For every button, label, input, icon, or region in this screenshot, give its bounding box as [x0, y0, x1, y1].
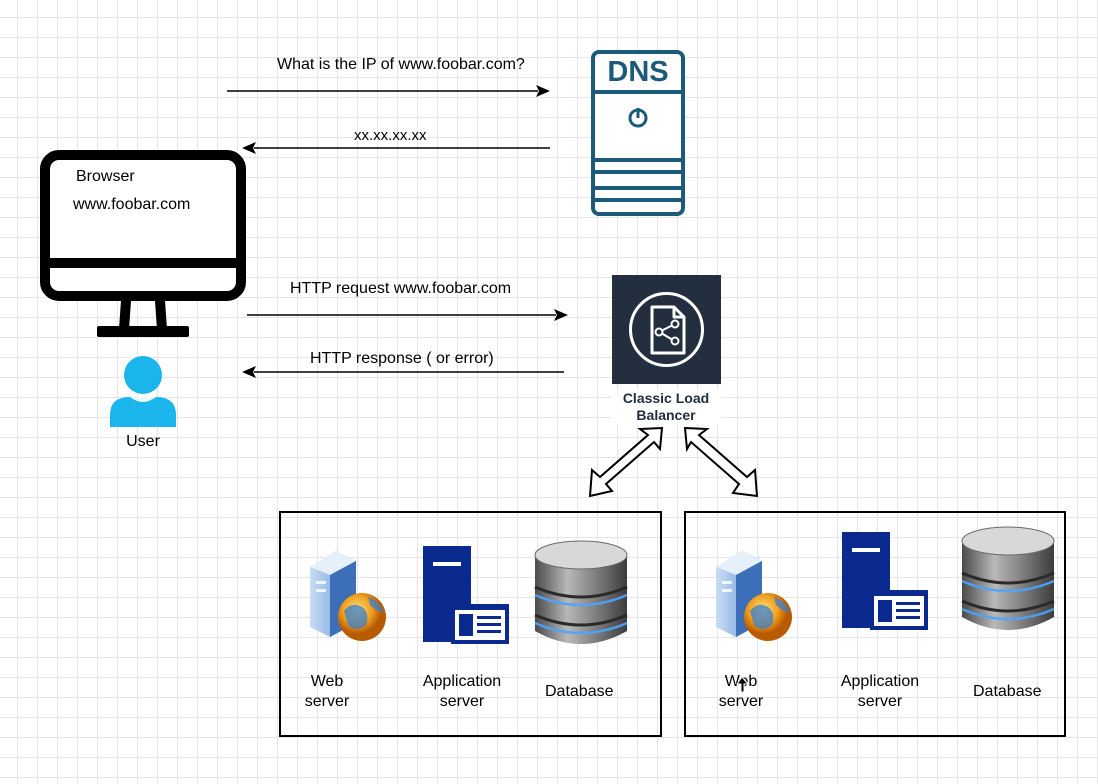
database-icon [961, 526, 1055, 630]
load-balancer-label: Classic Load Balancer [611, 390, 721, 424]
http-request-arrow [247, 309, 568, 321]
dns-query-arrow [227, 85, 550, 97]
lb-to-stack2-arrow [683, 426, 759, 498]
web-server-icon [716, 551, 792, 641]
dns-label: DNS [607, 56, 669, 88]
dns-query-label: What is the IP of www.foobar.com? [277, 56, 525, 73]
http-response-label: HTTP response ( or error) [310, 350, 494, 367]
database-label: Database [545, 683, 614, 700]
http-request-label: HTTP request www.foobar.com [290, 280, 512, 297]
web-server-label: Web server [304, 673, 350, 710]
browser-url: www.foobar.com [73, 196, 191, 213]
dns-response-label: xx.xx.xx.xx [354, 127, 427, 144]
user-icon [110, 356, 176, 427]
database-label: Database [973, 683, 1042, 700]
application-server-icon [423, 546, 509, 644]
browser-title: Browser [76, 168, 135, 185]
server-stack-2 [684, 511, 1066, 737]
mouse-cursor-icon [736, 676, 750, 693]
monitor-icon [40, 150, 246, 337]
application-server-label: Application server [422, 673, 502, 710]
dns-response-arrow [242, 142, 550, 154]
application-server-label: Application server [840, 673, 920, 710]
server-stack-1 [279, 511, 662, 737]
lb-to-stack1-arrow [588, 426, 664, 498]
web-server-icon [310, 551, 386, 641]
database-icon [534, 540, 628, 644]
application-server-icon [842, 532, 928, 630]
load-balancer-icon [612, 275, 721, 384]
user-label: User [126, 433, 160, 450]
http-response-arrow [242, 366, 564, 378]
dns-server-icon [591, 50, 685, 216]
